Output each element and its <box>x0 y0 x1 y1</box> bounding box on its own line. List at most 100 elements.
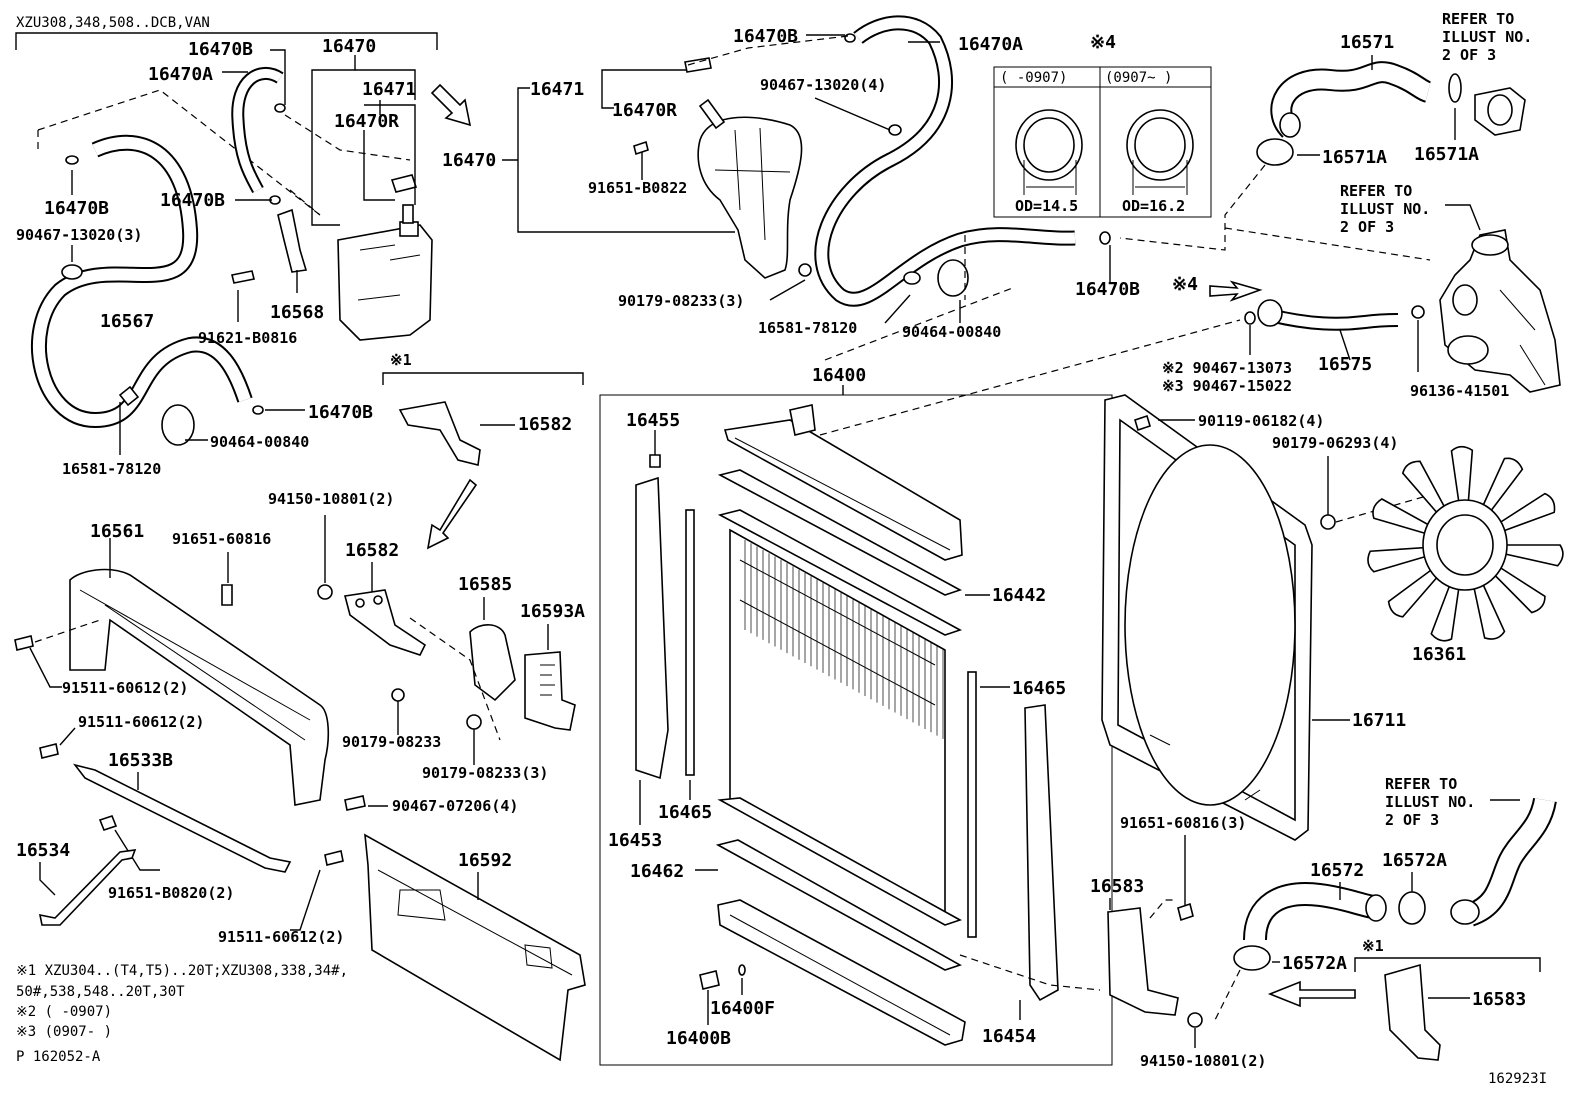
nut-icon <box>1320 514 1336 530</box>
label-16581-78120: 16581-78120 <box>62 460 161 478</box>
clamp-icon <box>1244 311 1256 325</box>
fan-blade <box>1372 498 1432 535</box>
hose-od-inset <box>993 66 1212 218</box>
label-16470B: 16470B <box>308 402 373 423</box>
bolt-icon <box>1177 902 1194 922</box>
arrow-icon <box>1209 280 1263 302</box>
label-mark4: ※4 <box>1090 32 1116 53</box>
fan-blade <box>1401 460 1448 516</box>
refer-note: REFER TO <box>1442 10 1514 28</box>
bracket-16533B <box>72 763 292 873</box>
label-16470B: 16470B <box>160 190 225 211</box>
bracket-16583b <box>1384 963 1441 1061</box>
refer-note: REFER TO <box>1340 182 1412 200</box>
plug-icon <box>738 964 746 976</box>
hose-16567 <box>31 134 253 429</box>
label-16470R: 16470R <box>612 100 677 121</box>
fan-blade <box>1450 445 1474 507</box>
label-16592: 16592 <box>458 850 512 871</box>
clamp-icon <box>61 103 286 446</box>
label-16470A: 16470A <box>958 34 1023 55</box>
bolt-icon <box>14 635 34 651</box>
od-right: OD=16.2 <box>1122 197 1185 215</box>
label-16711: 16711 <box>1352 710 1406 731</box>
label-16470B: 16470B <box>1075 279 1140 300</box>
label-90467-07206: 90467-07206(4) <box>392 797 518 815</box>
label-16575: 16575 <box>1318 354 1372 375</box>
bolt-icon <box>1134 414 1151 432</box>
fan-shroud-16711 <box>1101 394 1313 841</box>
label-16361: 16361 <box>1412 644 1466 665</box>
nut-icon <box>391 688 405 702</box>
label-16470R: 16470R <box>334 111 399 132</box>
drain-cock-icon <box>699 970 720 990</box>
panel-16592 <box>364 833 586 1062</box>
label-16571: 16571 <box>1340 32 1394 53</box>
bracket-16583 <box>1107 907 1179 1016</box>
part-16593A <box>524 651 576 731</box>
hose-16575 <box>1257 299 1399 331</box>
label-16585: 16585 <box>458 574 512 595</box>
bolt-icon <box>221 584 233 606</box>
bracket-16582b <box>343 589 427 656</box>
bracket-16534 <box>38 849 137 926</box>
clamp-icon <box>1448 73 1462 103</box>
label-94150-10801: 94150-10801(2) <box>268 490 394 508</box>
label-16572: 16572 <box>1310 860 1364 881</box>
refer-note: ILLUST NO. <box>1385 793 1475 811</box>
side-bracket-16454 <box>1024 704 1059 1002</box>
label-mark1: ※1 <box>390 351 412 369</box>
reservoir-tank-center <box>684 57 812 279</box>
refer-note: 2 OF 3 <box>1442 46 1496 64</box>
label-16442: 16442 <box>992 585 1046 606</box>
label-91651-60816: 91651-60816 <box>172 530 271 548</box>
label-mark4: ※4 <box>1172 274 1198 295</box>
label-mark1: ※1 <box>1362 937 1384 955</box>
fan-blade <box>1492 565 1546 614</box>
label-16571A: 16571A <box>1414 144 1479 165</box>
bolt-icon <box>649 454 661 468</box>
label-90179-08233: 90179-08233(3) <box>422 764 548 782</box>
label-16583: 16583 <box>1472 989 1526 1010</box>
label-16581-78120: 16581-78120 <box>758 319 857 337</box>
label-16582: 16582 <box>518 414 572 435</box>
shroud-16561 <box>69 568 330 806</box>
label-16567: 16567 <box>100 311 154 332</box>
arrow-icon <box>426 478 478 550</box>
label-16455: 16455 <box>626 410 680 431</box>
od-left: OD=14.5 <box>1015 197 1078 215</box>
radiator-lower-tank <box>717 899 966 1046</box>
bolt-icon <box>98 815 118 831</box>
refer-note: ILLUST NO. <box>1442 28 1532 46</box>
footnote-1b: 50#,538,548..20T,30T <box>16 984 185 1000</box>
bracket-16568 <box>277 208 308 273</box>
label-16533B: 16533B <box>108 750 173 771</box>
radiator-upper-tank <box>723 404 963 561</box>
label-90467-15022: ※3 90467-15022 <box>1162 377 1292 395</box>
nut-icon <box>1411 305 1425 319</box>
model-header: XZU308,348,508..DCB,VAN <box>16 15 210 31</box>
seal-16465 <box>685 509 695 776</box>
bolt-icon <box>324 850 344 866</box>
label-16454: 16454 <box>982 1026 1036 1047</box>
label-16470: 16470 <box>442 150 496 171</box>
clamp-icon <box>1233 945 1271 971</box>
label-16471: 16471 <box>530 79 584 100</box>
label-16400: 16400 <box>812 365 866 386</box>
bracket-16582 <box>398 401 481 466</box>
footnote-1: ※1 XZU304..(T4,T5)..20T;XZU308,338,34#, <box>16 963 348 979</box>
clamp-icon <box>1398 891 1426 925</box>
cooling-fan-16361 <box>1367 445 1564 642</box>
footnote-2: ※2 ( -0907) <box>16 1004 112 1020</box>
seal-16465 <box>967 671 977 938</box>
label-91651-B0820: 91651-B0820(2) <box>108 884 234 902</box>
radiator-core <box>717 509 962 926</box>
bolt-icon <box>344 795 366 811</box>
label-16583: 16583 <box>1090 876 1144 897</box>
label-16571A: 16571A <box>1322 147 1387 168</box>
label-16465: 16465 <box>1012 678 1066 699</box>
label-96136-41501: 96136-41501 <box>1410 382 1509 400</box>
label-16470B: 16470B <box>188 39 253 60</box>
refer-note: 2 OF 3 <box>1340 218 1394 236</box>
